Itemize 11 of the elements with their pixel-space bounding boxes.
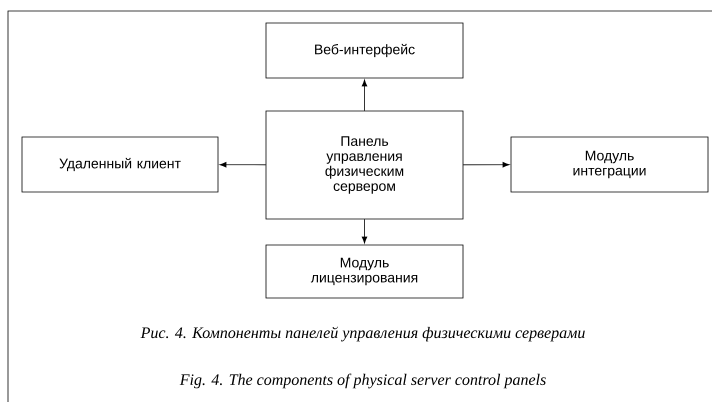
component-box: Удаленный клиент [22, 136, 218, 192]
component-box: Веб-интерфейс [266, 22, 464, 78]
arrow [362, 80, 368, 111]
component-box: Модуль лицензирования [266, 244, 464, 298]
component-box: Панель управления физическим сервером [266, 110, 464, 220]
arrow [362, 219, 368, 244]
arrow [220, 162, 266, 168]
component-box: Модуль интеграции [510, 136, 708, 192]
caption: Рис. 4. Компоненты панелей управления физическими серверами [140, 326, 585, 342]
caption: Fig. 4. The components of physical server control panels [180, 374, 546, 388]
arrow [463, 162, 510, 168]
